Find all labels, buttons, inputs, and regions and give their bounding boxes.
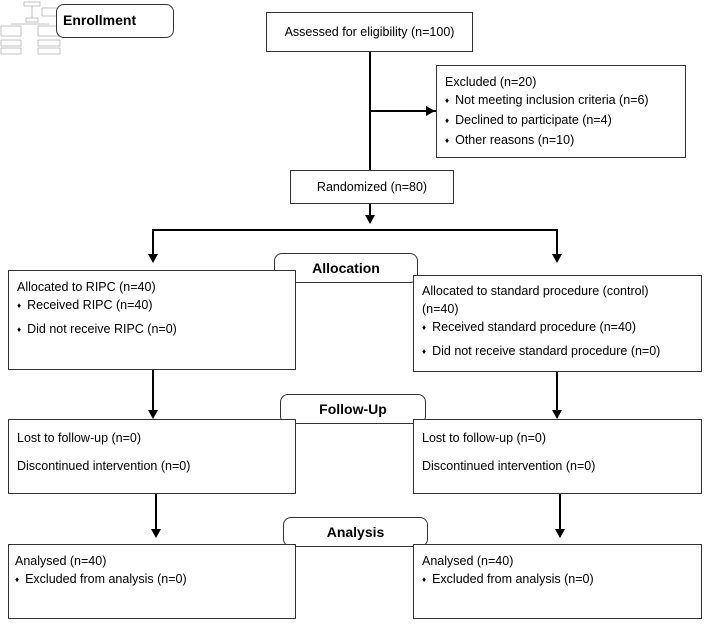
allocation-right-item: Did not receive standard procedure (n=0) [422,342,693,362]
connector-line [152,370,154,412]
excluded-item: Not meeting inclusion criteria (n=6) [445,91,677,111]
analysis-left-analysed: Analysed (n=40) [15,554,107,568]
arrow-down-icon [426,106,435,116]
follow-up-right-box: Lost to follow-up (n=0) Discontinued int… [413,419,702,494]
randomized-box: Randomized (n=80) [290,170,454,204]
follow-up-right-lost: Lost to follow-up (n=0) [422,431,547,445]
arrow-down-icon [552,254,562,263]
analysis-label: Analysis [283,517,428,547]
thumbnail-image [0,0,62,56]
enrollment-label: Enrollment [56,4,174,38]
allocation-right-item: Received standard procedure (n=40) [422,318,693,338]
allocation-right-title-n: (n=40) [422,302,459,316]
follow-up-label: Follow-Up [280,394,426,424]
follow-up-left-discontinued: Discontinued intervention (n=0) [17,459,191,473]
allocation-left-box: Allocated to RIPC (n=40) Received RIPC (… [8,270,296,370]
assessed-box: Assessed for eligibility (n=100) [266,12,473,52]
analysis-right-excluded: Excluded from analysis (n=0) [422,570,693,590]
connector-line [155,494,157,530]
connector-line [369,110,436,112]
excluded-item: Declined to participate (n=4) [445,111,677,131]
assessed-text: Assessed for eligibility (n=100) [284,25,455,39]
allocation-left-item: Received RIPC (n=40) [17,296,287,316]
arrow-down-icon [148,254,158,263]
arrow-down-icon [148,410,158,419]
allocation-right-box: Allocated to standard procedure (control… [413,275,702,372]
connector-line [369,204,371,216]
connector-line [152,229,154,255]
analysis-right-box: Analysed (n=40) Excluded from analysis (… [413,544,702,619]
arrow-down-icon [552,410,562,419]
excluded-box: Excluded (n=20) Not meeting inclusion cr… [436,65,686,158]
connector-line [559,494,561,530]
allocation-left-item: Did not receive RIPC (n=0) [17,320,287,340]
analysis-right-analysed: Analysed (n=40) [422,554,514,568]
allocation-right-title: Allocated to standard procedure (control… [422,284,649,298]
connector-line [556,372,558,412]
follow-up-left-box: Lost to follow-up (n=0) Discontinued int… [8,419,296,494]
randomized-text: Randomized (n=80) [316,180,428,194]
follow-up-right-discontinued: Discontinued intervention (n=0) [422,459,596,473]
follow-up-left-lost: Lost to follow-up (n=0) [17,431,142,445]
allocation-label: Allocation [274,253,418,283]
analysis-left-excluded: Excluded from analysis (n=0) [15,570,289,590]
connector-line [152,229,558,231]
analysis-left-box: Analysed (n=40) Excluded from analysis (… [8,544,296,619]
connector-line [556,229,558,255]
excluded-title: Excluded (n=20) [445,75,537,89]
arrow-down-icon [555,529,565,538]
allocation-left-title: Allocated to RIPC (n=40) [17,280,156,294]
arrow-down-icon [151,529,161,538]
excluded-item: Other reasons (n=10) [445,131,677,151]
arrow-down-icon [365,215,375,224]
